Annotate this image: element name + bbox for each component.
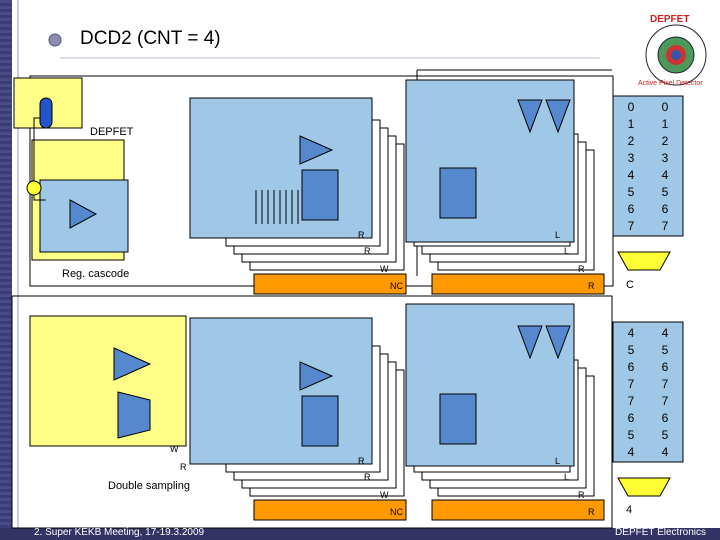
double-sampling-label: Double sampling (108, 480, 190, 492)
counter-top-right-2: 2 (661, 134, 669, 148)
counter-bottom-right-6: 5 (661, 428, 669, 442)
counter-top-left-2: 2 (627, 134, 635, 148)
bottom-readout-panel-2 (405, 303, 575, 467)
r-label: R (578, 264, 585, 274)
l-label: L (564, 472, 570, 482)
counter-top-left-6: 6 (627, 202, 635, 216)
counter-bottom-left-5: 6 (627, 411, 635, 425)
top-readout-panel-2 (405, 79, 575, 243)
counter-bottom-left-2: 6 (627, 360, 635, 374)
r-label: R (588, 507, 595, 517)
depfet-logo-icon (645, 24, 707, 86)
depfet-label: DEPFET (90, 126, 134, 138)
counter-bottom-left-4: 7 (627, 394, 635, 408)
l-label: L (555, 456, 561, 466)
logo-top-text: DEPFET (650, 14, 690, 25)
counter-bottom-left-6: 5 (627, 428, 635, 442)
w-label: W (380, 264, 389, 274)
counter-bottom-left-1: 5 (627, 343, 635, 357)
counter-bottom-right-2: 6 (661, 360, 669, 374)
left-bar (0, 0, 12, 540)
counter-top-right-1: 1 (661, 117, 669, 131)
r-label: R (358, 456, 365, 466)
double-sampling-panel (29, 315, 187, 447)
r-label: R (180, 462, 187, 472)
cnt-4-label: 4 (626, 504, 633, 516)
logo-ring-text: Active Pixel Detector (638, 80, 703, 87)
counter-bottom-left-0: 4 (627, 326, 635, 340)
l-label: L (564, 246, 570, 256)
depfet-transistor-icon (39, 97, 53, 129)
counter-bottom-right-1: 5 (661, 343, 669, 357)
counter-top-right-5: 5 (661, 185, 669, 199)
bottom-readout-panel-1 (189, 317, 373, 465)
r-label: R (588, 281, 595, 291)
counter-bottom-left-7: 4 (627, 445, 635, 459)
counter-top-left-5: 5 (627, 185, 635, 199)
w-label: W (380, 490, 389, 500)
counter-top-right-0: 0 (661, 100, 669, 114)
counter-top-left-4: 4 (627, 168, 635, 182)
counter-top-right-4: 4 (661, 168, 669, 182)
counter-bottom-right-3: 7 (661, 377, 669, 391)
r-label: R (364, 246, 371, 256)
counter-bottom-right-5: 6 (661, 411, 669, 425)
counter-bottom-right-0: 4 (661, 326, 669, 340)
l-label: L (555, 230, 561, 240)
counter-bottom-right-7: 4 (661, 445, 669, 459)
counter-top-left-1: 1 (627, 117, 635, 131)
nc-label: NC (390, 281, 403, 291)
c-label: C (626, 279, 634, 291)
counter-top-left-3: 3 (627, 151, 635, 165)
counter-top-right-7: 7 (661, 219, 669, 233)
counter-bottom-left-3: 7 (627, 377, 635, 391)
r-label: R (358, 230, 365, 240)
counter-top-left-0: 0 (627, 100, 635, 114)
nc-label: NC (390, 507, 403, 517)
counter-top-right-3: 3 (661, 151, 669, 165)
footer-left: 2. Super KEKB Meeting, 17-19.3.2009 (34, 527, 205, 538)
counter-top-left-7: 7 (627, 219, 635, 233)
reg-cascode-label: Reg. cascode (62, 268, 130, 280)
counter-bottom-right-4: 7 (661, 394, 669, 408)
counter-top-right-6: 6 (661, 202, 669, 216)
title-bullet-icon (48, 33, 62, 47)
slide-title: DCD2 (CNT = 4) (80, 28, 221, 49)
footer-right: DEPFET Electronics (615, 527, 706, 538)
r-label: R (578, 490, 585, 500)
w-label: W (170, 444, 179, 454)
r-label: R (364, 472, 371, 482)
top-readout-panel-1 (189, 97, 373, 239)
footer-bar (0, 528, 720, 540)
